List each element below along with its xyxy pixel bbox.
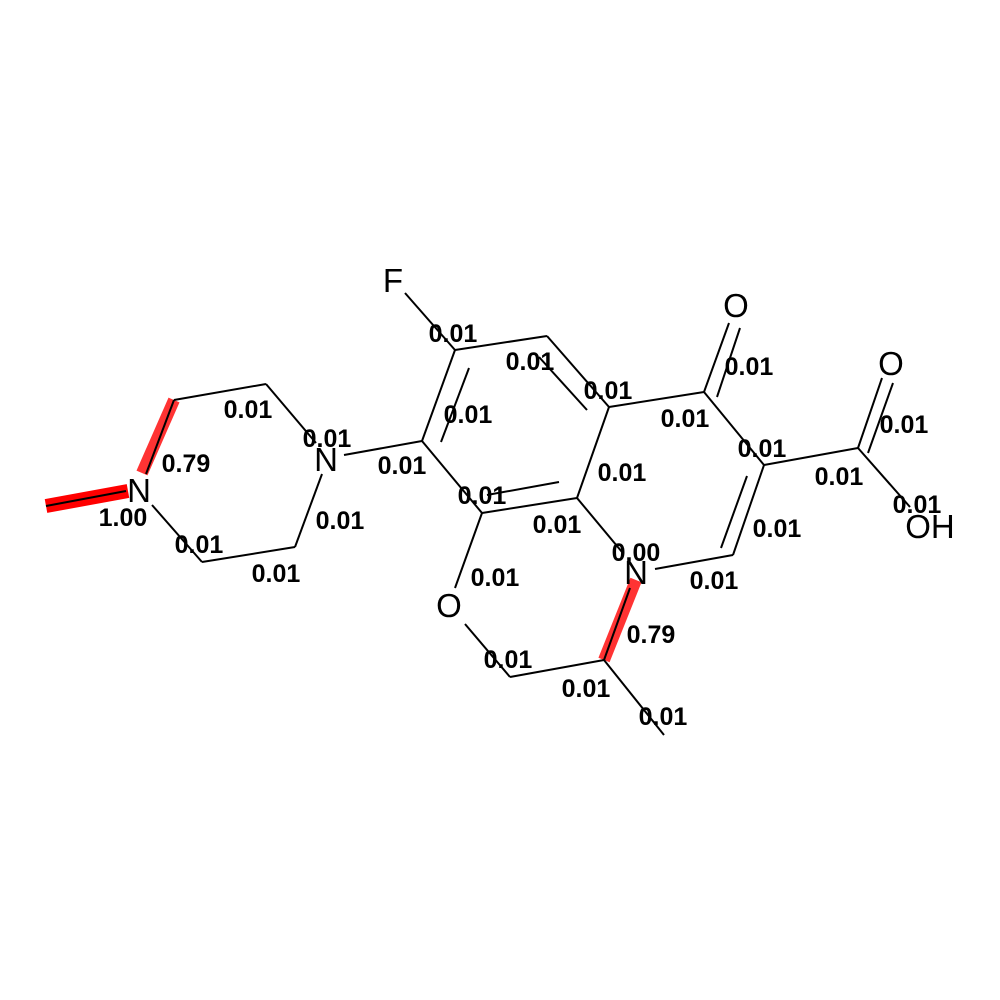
- bond-label: 0.01: [444, 401, 493, 429]
- bond-label: 0.01: [224, 396, 273, 424]
- atom-n-piperazine-right: N: [314, 441, 338, 478]
- bond-label: 0.01: [429, 320, 478, 348]
- atom-n-ring: N: [624, 554, 648, 591]
- bond-label: 0.01: [815, 463, 864, 491]
- bond-label: 0.01: [661, 405, 710, 433]
- atom-labels: F O O OH N N N O: [127, 262, 955, 624]
- bond-label: 0.01: [316, 507, 365, 535]
- bond-label: 0.00: [612, 539, 661, 567]
- bond-label: 0.01: [252, 560, 301, 588]
- bond-label: 0.01: [506, 348, 555, 376]
- bond-label: 0.01: [639, 703, 688, 731]
- atom-f: F: [383, 262, 403, 299]
- bond-label: 0.01: [471, 564, 520, 592]
- bond-label: 0.79: [162, 450, 211, 478]
- bond-label: 0.01: [725, 353, 774, 381]
- bond-label: 0.01: [378, 452, 427, 480]
- bond-lines: [45, 292, 911, 736]
- bond-label: 0.01: [893, 491, 942, 519]
- bond-label: 0.01: [753, 515, 802, 543]
- bond-label: 0.01: [175, 531, 224, 559]
- bond-label: 0.01: [303, 425, 352, 453]
- bond-label: 0.01: [458, 482, 507, 510]
- bond-label: 0.01: [880, 411, 929, 439]
- bond-label: 0.01: [690, 567, 739, 595]
- bond-label: 0.01: [484, 646, 533, 674]
- bond-value-labels: 0.01 0.01 0.01 0.01 0.01 0.01 0.01 0.01 …: [99, 320, 942, 731]
- atom-n-piperazine-left: N: [127, 472, 151, 509]
- bond-label: 0.01: [738, 435, 787, 463]
- bond-label: 0.79: [627, 621, 676, 649]
- bond-label: 0.01: [562, 675, 611, 703]
- bond-label: 0.01: [584, 377, 633, 405]
- atom-o-ketone: O: [723, 287, 749, 324]
- atom-o-ether: O: [436, 587, 462, 624]
- atom-o-acid: O: [878, 345, 904, 382]
- bond-label: 0.01: [598, 459, 647, 487]
- bond-label: 1.00: [99, 504, 148, 532]
- atom-oh: OH: [905, 508, 955, 545]
- bond-label: 0.01: [533, 511, 582, 539]
